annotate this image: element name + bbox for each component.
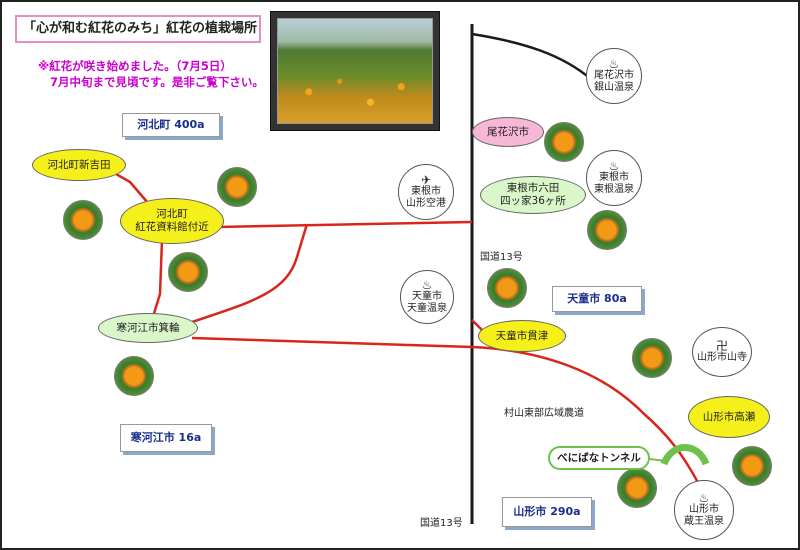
landmark-zao-l2: 蔵王温泉 — [684, 516, 724, 527]
bloom-notice: ※紅花が咲き始めました。（7月5日） 7月中旬まで見頃です。是非ご覧下さい。 — [38, 58, 264, 90]
place-kahoku-shinyoshida: 河北町新吉田 — [32, 149, 126, 181]
safflower-marker-icon — [617, 468, 657, 508]
safflower-marker-icon — [217, 167, 257, 207]
place-higashine-rokuta-l2: 四ッ家36ヶ所 — [500, 195, 566, 207]
farm-road-label: 村山東部広域農道 — [504, 408, 584, 419]
road-minowa-branch — [191, 223, 309, 324]
place-kahoku-shiryokan: 河北町 紅花資料館付近 — [120, 198, 224, 244]
landmark-ginzan-l1: 尾花沢市 — [594, 70, 634, 81]
airplane-icon: ✈ — [420, 173, 432, 187]
page-title: 「心が和む紅花のみち」紅花の植栽場所 — [15, 15, 261, 43]
onsen-icon: ♨ — [421, 278, 433, 292]
place-tendo-nukitsu: 天童市貫津 — [478, 320, 566, 352]
landmark-yamadera-l1: 山形市山寺 — [697, 352, 747, 363]
place-higashine-rokuta-l1: 東根市六田 — [506, 182, 560, 194]
landmark-ginzan-onsen: ♨ 尾花沢市 銀山温泉 — [586, 48, 642, 104]
landmark-higashine-onsen: ♨ 東根市 東根温泉 — [586, 150, 642, 206]
landmark-tendo-l2: 天童温泉 — [407, 303, 447, 314]
safflower-marker-icon — [587, 210, 627, 250]
landmark-yamadera: 卍 山形市山寺 — [692, 327, 752, 377]
landmark-higashine-l2: 東根温泉 — [594, 184, 634, 195]
route-13-label-bottom: 国道13号 — [420, 518, 463, 529]
landmark-airport-l1: 東根市 — [411, 186, 441, 197]
landmark-yamagata-airport: ✈ 東根市 山形空港 — [398, 164, 454, 220]
notice-line-1: ※紅花が咲き始めました。（7月5日） — [38, 59, 232, 73]
route-to-ginzan — [471, 32, 593, 81]
town-yamagata: 山形市 290a — [502, 497, 592, 527]
onsen-icon: ♨ — [608, 57, 620, 71]
safflower-field-photo — [270, 11, 440, 131]
place-yamagata-takase: 山形市高瀬 — [688, 396, 770, 438]
place-kahoku-shiryokan-l2: 紅花資料館付近 — [135, 221, 209, 233]
place-kahoku-shiryokan-l1: 河北町 — [156, 208, 188, 220]
safflower-marker-icon — [487, 268, 527, 308]
town-sagae: 寒河江市 16a — [120, 424, 212, 452]
road-shiryokan-to-route13 — [216, 220, 473, 229]
landmark-tendo-onsen: ♨ 天童市 天童温泉 — [400, 270, 454, 324]
place-obanazawa: 尾花沢市 — [472, 117, 544, 147]
road-shiryokan-to-minowa — [150, 239, 164, 321]
landmark-ginzan-l2: 銀山温泉 — [594, 82, 634, 93]
place-sagae-minowa: 寒河江市箕輪 — [98, 313, 198, 343]
safflower-marker-icon — [544, 122, 584, 162]
landmark-zao-l1: 山形市 — [689, 504, 719, 515]
temple-icon: 卍 — [715, 339, 728, 353]
landmark-zao-onsen: ♨ 山形市 蔵王温泉 — [674, 480, 734, 540]
landmark-airport-l2: 山形空港 — [406, 198, 446, 209]
place-higashine-rokuta: 東根市六田 四ッ家36ヶ所 — [480, 176, 586, 214]
safflower-marker-icon — [168, 252, 208, 292]
landmark-tendo-l1: 天童市 — [412, 291, 442, 302]
onsen-icon: ♨ — [608, 159, 620, 173]
safflower-marker-icon — [732, 446, 772, 486]
safflower-marker-icon — [632, 338, 672, 378]
tunnel-arc — [660, 444, 710, 466]
town-kahoku: 河北町 400a — [122, 113, 220, 137]
safflower-marker-icon — [114, 356, 154, 396]
benibana-tunnel-label: べにばなトンネル — [548, 446, 650, 470]
route-13-label-mid: 国道13号 — [480, 252, 523, 263]
town-tendo: 天童市 80a — [552, 286, 642, 312]
notice-line-2: 7月中旬まで見頃です。是非ご覧下さい。 — [50, 75, 264, 89]
onsen-icon: ♨ — [698, 491, 710, 505]
landmark-higashine-l1: 東根市 — [599, 172, 629, 183]
safflower-marker-icon — [63, 200, 103, 240]
tunnel-pointer — [649, 458, 666, 462]
